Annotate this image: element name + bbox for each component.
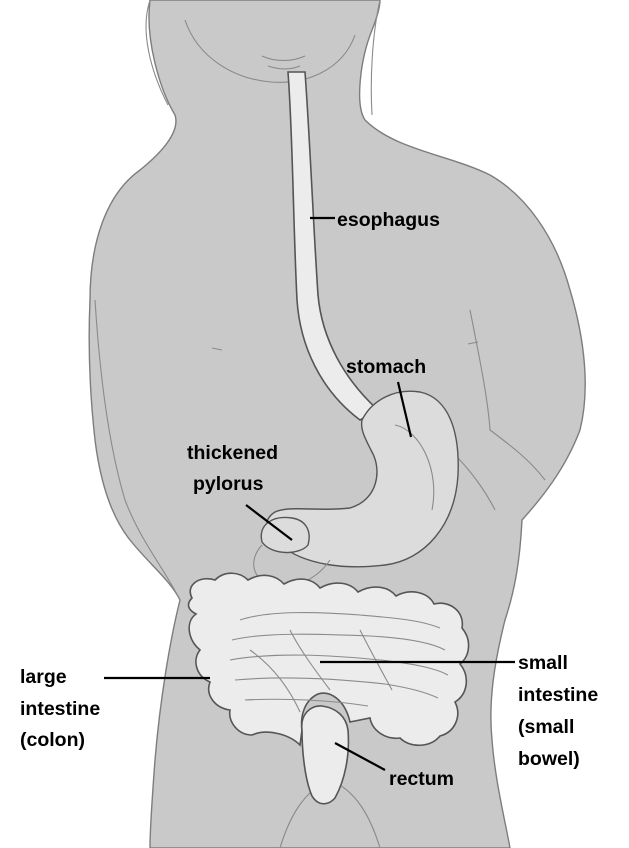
large-intestine-label-line: large	[20, 666, 67, 688]
stomach-label: stomach	[346, 356, 426, 378]
small-intestine-label-line: intestine	[518, 684, 598, 706]
thickened-pylorus-label-line: pylorus	[193, 473, 264, 495]
small-intestine-label-line: (small	[518, 716, 574, 738]
large-intestine-label-line: (colon)	[20, 729, 85, 751]
small-intestine-label: small intestine (small bowel)	[518, 652, 604, 770]
esophagus-label: esophagus	[337, 209, 440, 231]
small-intestine-label-line: small	[518, 652, 568, 674]
small-intestine-label-line: bowel)	[518, 748, 580, 770]
rectum-label: rectum	[389, 768, 454, 790]
large-intestine-label: large intestine (colon)	[20, 666, 106, 751]
thickened-pylorus-label-line: thickened	[187, 442, 278, 464]
large-intestine-label-line: intestine	[20, 698, 100, 720]
